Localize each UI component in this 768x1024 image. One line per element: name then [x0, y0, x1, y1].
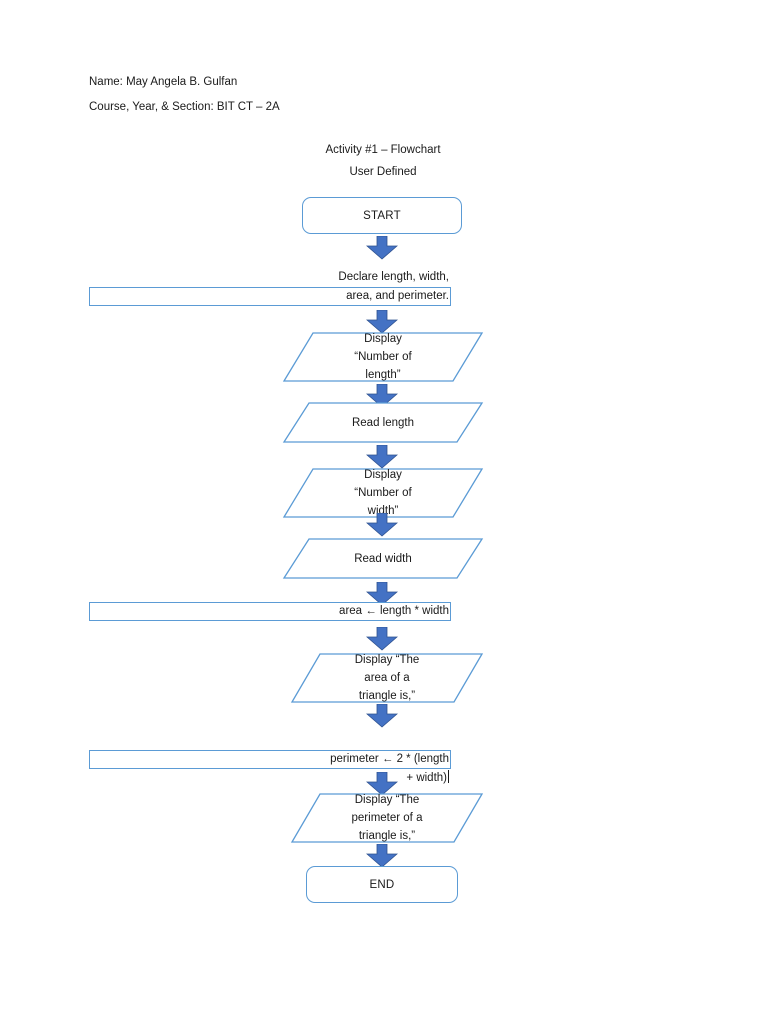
connector-arrow-start-to-declare [366, 236, 398, 260]
flow-node-read-width[interactable]: Read width [282, 538, 484, 579]
parallelogram-shape [282, 332, 484, 382]
activity-subtitle: User Defined [349, 166, 417, 178]
student-info-block: Name: May Angela B. Gulfan Course, Year,… [89, 70, 609, 120]
connector-arrow-compute-perimeter-to-display-perimeter [366, 772, 398, 796]
connector-arrow-display-length-to-read-length [366, 384, 398, 408]
flow-node-read-length[interactable]: Read length [282, 402, 484, 443]
connector-arrow-display-perimeter-to-end [366, 844, 398, 868]
connector-arrow-read-width-to-compute-area [366, 582, 398, 606]
flow-node-declare-box [89, 287, 451, 306]
connector-arrow-compute-area-to-display-area [366, 627, 398, 651]
activity-title: Activity #1 – Flowchart [325, 144, 441, 156]
flow-node-declare-label: Declare length, width, area, and perimet… [338, 271, 449, 302]
connector-arrow-declare-to-display-length [366, 310, 398, 334]
flow-node-compute-area-box [89, 602, 451, 621]
flow-node-end-label: END [369, 878, 395, 891]
parallelogram-shape [290, 653, 484, 703]
flow-node-compute-perimeter[interactable]: perimeter ← 2 * (length + width) [89, 731, 451, 784]
parallelogram-shape [282, 468, 484, 518]
flow-node-display-length[interactable]: Display “Number of length” [282, 332, 484, 382]
activity-title-block: Activity #1 – Flowchart User Defined [183, 139, 583, 183]
flow-node-display-area[interactable]: Display “The area of a triangle is,” [290, 653, 484, 703]
course-section-line: Course, Year, & Section: BIT CT – 2A [89, 101, 280, 113]
flow-node-end[interactable]: END [306, 866, 458, 903]
flow-node-display-perimeter[interactable]: Display “The perimeter of a triangle is,… [290, 793, 484, 843]
flow-node-compute-area-label: area ← length * width [339, 605, 449, 617]
flow-node-compute-perimeter-box [89, 750, 451, 769]
flow-node-compute-area[interactable]: area ← length * width [89, 602, 451, 621]
connector-arrow-display-width-to-read-width [366, 513, 398, 537]
flow-node-declare[interactable]: Declare length, width, area, and perimet… [89, 268, 451, 306]
flow-node-start-label: START [363, 209, 401, 222]
text-cursor [448, 770, 449, 783]
connector-arrow-read-length-to-display-width [366, 445, 398, 469]
parallelogram-shape [282, 402, 484, 443]
flow-node-display-width[interactable]: Display “Number of width” [282, 468, 484, 518]
flow-node-compute-perimeter-label: perimeter ← 2 * (length + width) [88, 731, 450, 788]
flow-node-start[interactable]: START [302, 197, 462, 234]
parallelogram-shape [282, 538, 484, 579]
connector-arrow-display-area-to-compute-perimeter [366, 704, 398, 728]
student-name-line: Name: May Angela B. Gulfan [89, 76, 238, 88]
flow-node-compute-perimeter-text: perimeter ← 2 * (length + width) [330, 753, 449, 784]
parallelogram-shape [290, 793, 484, 843]
